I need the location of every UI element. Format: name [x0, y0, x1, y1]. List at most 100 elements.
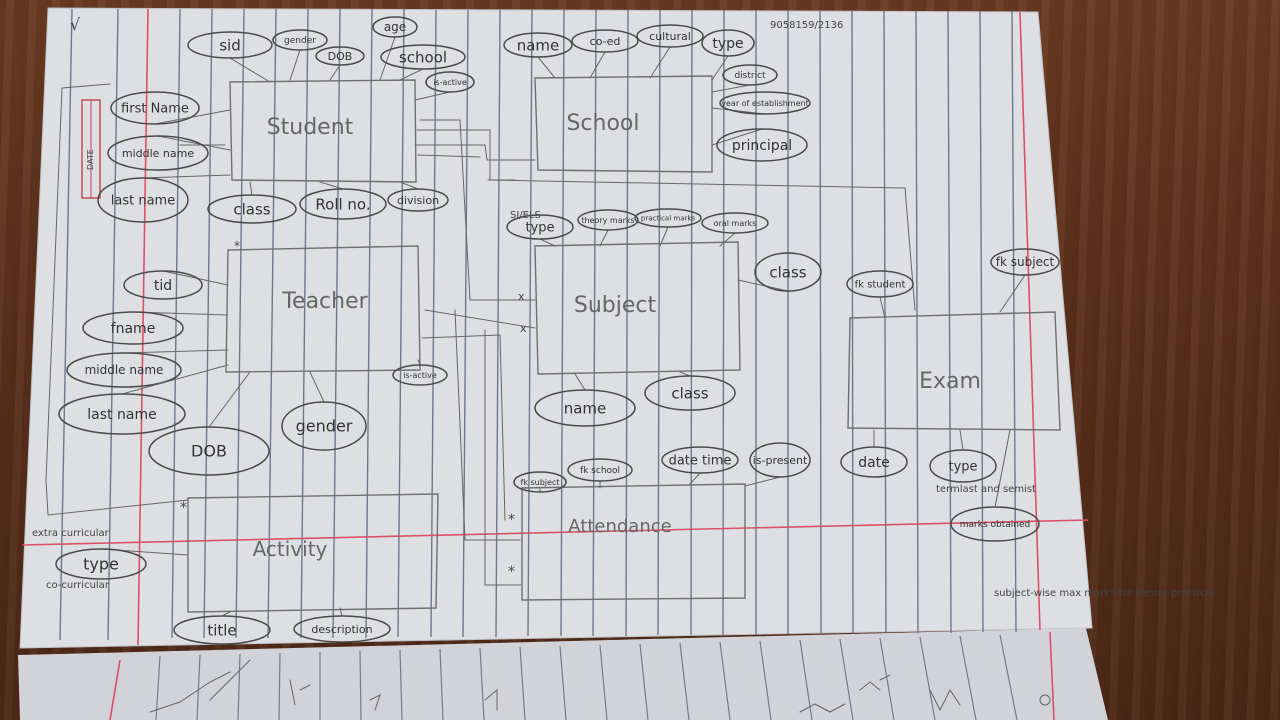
attribute-middle-name: middle name — [66, 349, 229, 388]
margin-lines — [21, 8, 1089, 720]
attribute-connector — [711, 107, 766, 115]
attribute-connector — [879, 296, 886, 319]
attribute-oval — [571, 29, 639, 53]
attribute-oval — [577, 209, 639, 231]
attribute-oval — [293, 615, 391, 643]
attribute-year-of-establishment: year of establishment — [711, 91, 811, 115]
attribute-label: co-ed — [590, 35, 621, 48]
attribute-oval — [754, 252, 822, 292]
subject-note: SI/ELS — [510, 210, 541, 221]
attribute-label: year of establishment — [721, 99, 808, 108]
attribute-dob: DOB — [315, 46, 365, 81]
attribute-label: gender — [284, 36, 316, 46]
attribute-label: first Name — [121, 102, 189, 117]
attribute-oval — [840, 446, 908, 478]
attribute-oval — [207, 194, 297, 224]
attribute-connector — [659, 226, 669, 247]
entity-activity-label: Activity — [253, 537, 328, 561]
attribute-oval — [66, 352, 182, 388]
attribute-district: district — [711, 64, 778, 93]
attribute-theory-marks: theory marks — [577, 209, 639, 247]
entity-attendance: Attendance — [521, 483, 746, 601]
attribute-division: division — [387, 181, 449, 212]
attribute-is-active: is-active — [414, 71, 475, 101]
attribute-label: type — [712, 36, 743, 52]
attribute-sid: sid — [187, 31, 273, 83]
activity-note-top: extra curricular — [32, 528, 110, 539]
attribute-connector — [379, 36, 396, 81]
attribute-label: tid — [154, 278, 172, 294]
attribute-first-name: first Name — [110, 91, 231, 125]
attribute-label: middle name — [85, 363, 164, 377]
attribute-label: is-present — [753, 454, 808, 467]
cardinality-mark: * — [234, 239, 240, 253]
checkmark: √ — [70, 15, 81, 34]
date-tag: DATE — [86, 149, 95, 170]
attribute-label: date time — [669, 454, 732, 469]
attribute-oval — [380, 44, 466, 70]
attribute-label: name — [564, 399, 607, 417]
attribute-label: description — [311, 623, 372, 636]
attribute-oval — [82, 311, 184, 345]
attribute-connector — [539, 238, 556, 247]
attribute-class: class — [737, 252, 822, 292]
attribute-label: type — [948, 460, 977, 475]
attribute-connector — [319, 181, 344, 190]
attribute-label: principal — [732, 138, 792, 154]
exam-type-values: termlast and semist — [936, 484, 1036, 495]
attribute-label: fname — [111, 321, 156, 337]
attribute-is-active: is-active — [392, 359, 448, 386]
attribute-connector — [574, 373, 586, 391]
attribute-oval — [299, 188, 387, 220]
attribute-connector — [399, 181, 419, 190]
activity-note-bottom: co-curricular — [46, 580, 110, 591]
cardinality-mark: * — [508, 512, 515, 528]
attribute-oval — [644, 375, 736, 411]
attribute-type: type — [701, 29, 755, 81]
attribute-connector — [589, 51, 606, 79]
attribute-connector — [999, 274, 1026, 313]
attribute-description: description — [293, 607, 391, 643]
attribute-connector — [994, 429, 1011, 508]
attribute-label: division — [397, 194, 439, 207]
attribute-oval — [636, 24, 704, 48]
attribute-label: last name — [111, 194, 175, 209]
attribute-connector — [157, 135, 231, 151]
attribute-oval — [123, 270, 203, 300]
attribute-fk-student: fk student — [846, 270, 914, 319]
attribute-label: Roll no. — [315, 195, 370, 213]
attribute-fk-subject: fk subject — [513, 471, 567, 493]
attribute-connector — [142, 174, 231, 179]
attribute-connector — [329, 64, 341, 81]
attribute-label: last name — [87, 407, 156, 423]
cardinality-mark: x — [520, 322, 527, 335]
attribute-oval — [187, 31, 273, 59]
attribute-connector — [959, 429, 964, 451]
attribute-oval — [315, 46, 365, 66]
entity-teacher-label: Teacher — [281, 289, 368, 314]
attribute-oval — [722, 64, 778, 86]
attribute-oral-marks: oral marks — [701, 212, 769, 247]
attribute-fk-subject: fk subject — [990, 248, 1060, 313]
attribute-age: age — [372, 16, 418, 81]
school-note: 9058159/2136 — [770, 20, 843, 31]
attribute-connector — [599, 229, 609, 247]
attribute-oval — [534, 389, 636, 427]
attribute-label: theory marks — [581, 216, 634, 225]
attribute-oval — [503, 32, 573, 58]
entity-exam: Exam — [847, 311, 1061, 431]
attribute-oval — [58, 393, 186, 435]
attribute-label: fk subject — [996, 255, 1055, 269]
entity-subject: Subject — [534, 241, 741, 375]
attribute-connector — [737, 279, 789, 292]
attribute-connector — [339, 607, 343, 617]
attribute-label: middle name — [122, 147, 194, 160]
attribute-label: name — [517, 36, 560, 54]
attribute-connector — [123, 349, 229, 354]
attribute-oval — [719, 91, 811, 115]
attribute-label: is-active — [433, 78, 467, 87]
attribute-label: date — [858, 455, 890, 471]
attribute-connector — [649, 46, 671, 79]
attribute-label: school — [399, 48, 447, 66]
